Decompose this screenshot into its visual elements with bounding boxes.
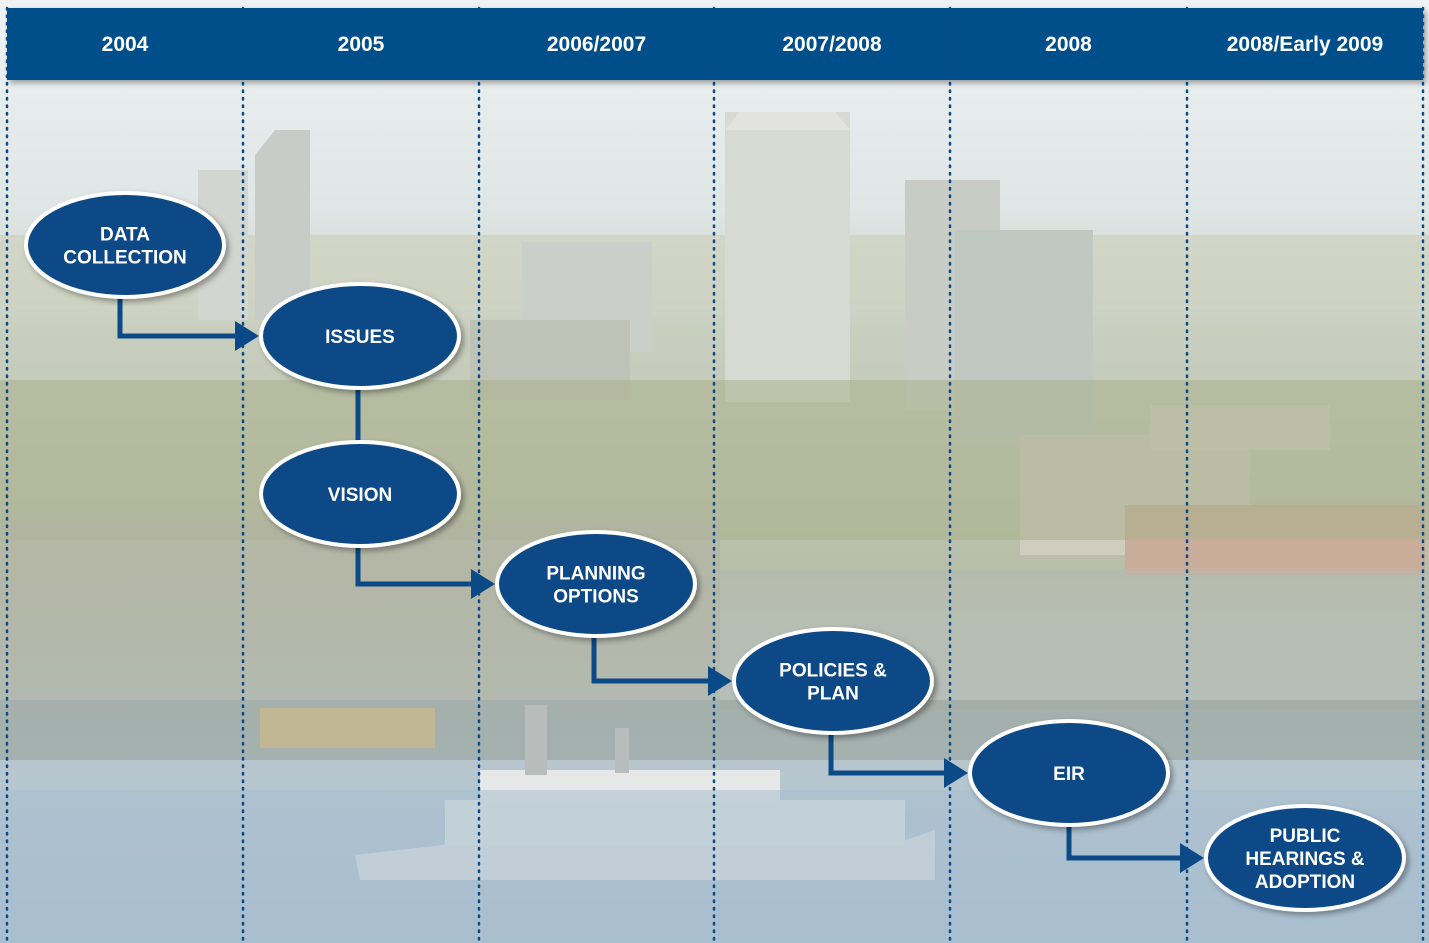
year-labels: 2004 2005 2006/2007 2007/2008 2008 2008/Early… [102, 33, 1384, 56]
node-label: VISION [328, 485, 392, 506]
node-label: HEARINGS & [1245, 849, 1365, 870]
arrowhead [235, 321, 259, 351]
node-label: PLAN [807, 684, 859, 705]
connector-line [591, 632, 712, 684]
node-ellipse [259, 282, 461, 390]
node-vision: VISION [259, 440, 461, 548]
node-ellipse [968, 719, 1170, 827]
year-label: 2008 [1045, 33, 1092, 56]
arrowhead [944, 758, 968, 788]
arrowhead [708, 666, 732, 696]
year-label: 2005 [338, 33, 385, 56]
node-label: ADOPTION [1255, 872, 1355, 893]
node-label: DATA [100, 225, 150, 246]
connectors [117, 293, 1204, 873]
connector-line [117, 293, 239, 339]
year-label: 2004 [102, 33, 149, 56]
node-label: COLLECTION [63, 248, 187, 269]
node-label: ISSUES [325, 327, 395, 348]
node-eir: EIR [968, 719, 1170, 827]
node-ellipse [495, 530, 697, 638]
node-label: PLANNING [546, 564, 645, 585]
connector-line [1066, 821, 1184, 861]
node-ellipse [24, 191, 226, 299]
node-ellipse [732, 627, 934, 735]
arrowhead [471, 569, 495, 599]
node-label: EIR [1053, 764, 1085, 785]
connector-line [355, 542, 475, 587]
year-label: 2007/2008 [782, 33, 882, 56]
arrowhead [1180, 843, 1204, 873]
year-label: 2006/2007 [547, 33, 646, 56]
node-policies-plan: POLICIES &PLAN [732, 627, 934, 735]
year-label: 2008/Early 2009 [1227, 33, 1383, 56]
node-ellipse [259, 440, 461, 548]
node-issues: ISSUES [259, 282, 461, 390]
node-label: OPTIONS [553, 587, 639, 608]
node-ellipse [1204, 804, 1406, 912]
column-dividers [5, 6, 1425, 943]
node-label: PUBLIC [1270, 826, 1341, 847]
connector-line [828, 729, 948, 776]
node-label: POLICIES & [779, 661, 887, 682]
